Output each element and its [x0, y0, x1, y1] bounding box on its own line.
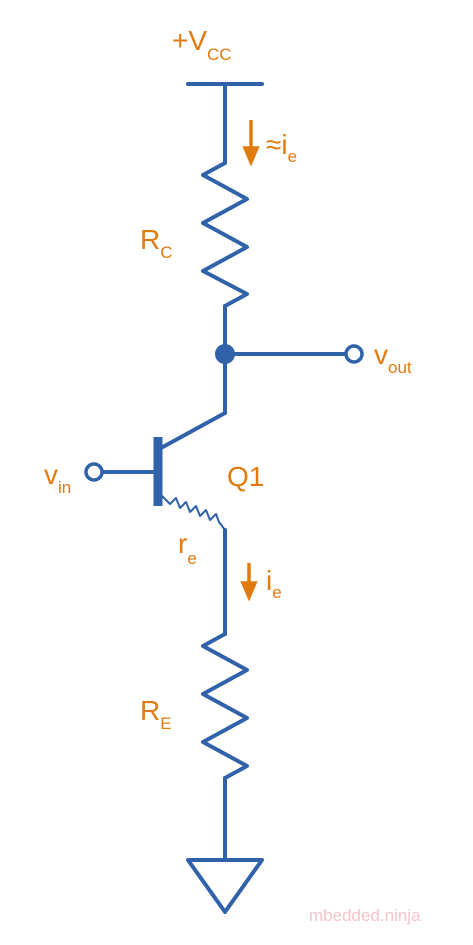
re-resistor	[201, 632, 249, 780]
vout-label: vout	[374, 339, 412, 377]
vin-label: vin	[44, 459, 71, 497]
rc-resistor	[201, 161, 249, 308]
re-internal-resistor	[161, 495, 226, 531]
q1-label: Q1	[227, 461, 264, 492]
ground-icon	[186, 858, 264, 914]
vout-terminal	[344, 344, 364, 364]
ie-top-arrow-icon	[242, 120, 260, 167]
re-internal-label: re	[178, 528, 197, 568]
watermark-text: mbedded.ninja	[309, 906, 421, 925]
ie-bottom-arrow-icon	[240, 563, 258, 602]
re-label: RE	[140, 695, 172, 733]
ie-bottom-label: ie	[266, 565, 282, 602]
vin-terminal	[84, 462, 104, 482]
vcc-label: +VCC	[172, 25, 232, 64]
collector-lead	[159, 411, 227, 450]
rc-label: RC	[140, 224, 173, 262]
ie-top-label: ≈ie	[266, 129, 297, 166]
